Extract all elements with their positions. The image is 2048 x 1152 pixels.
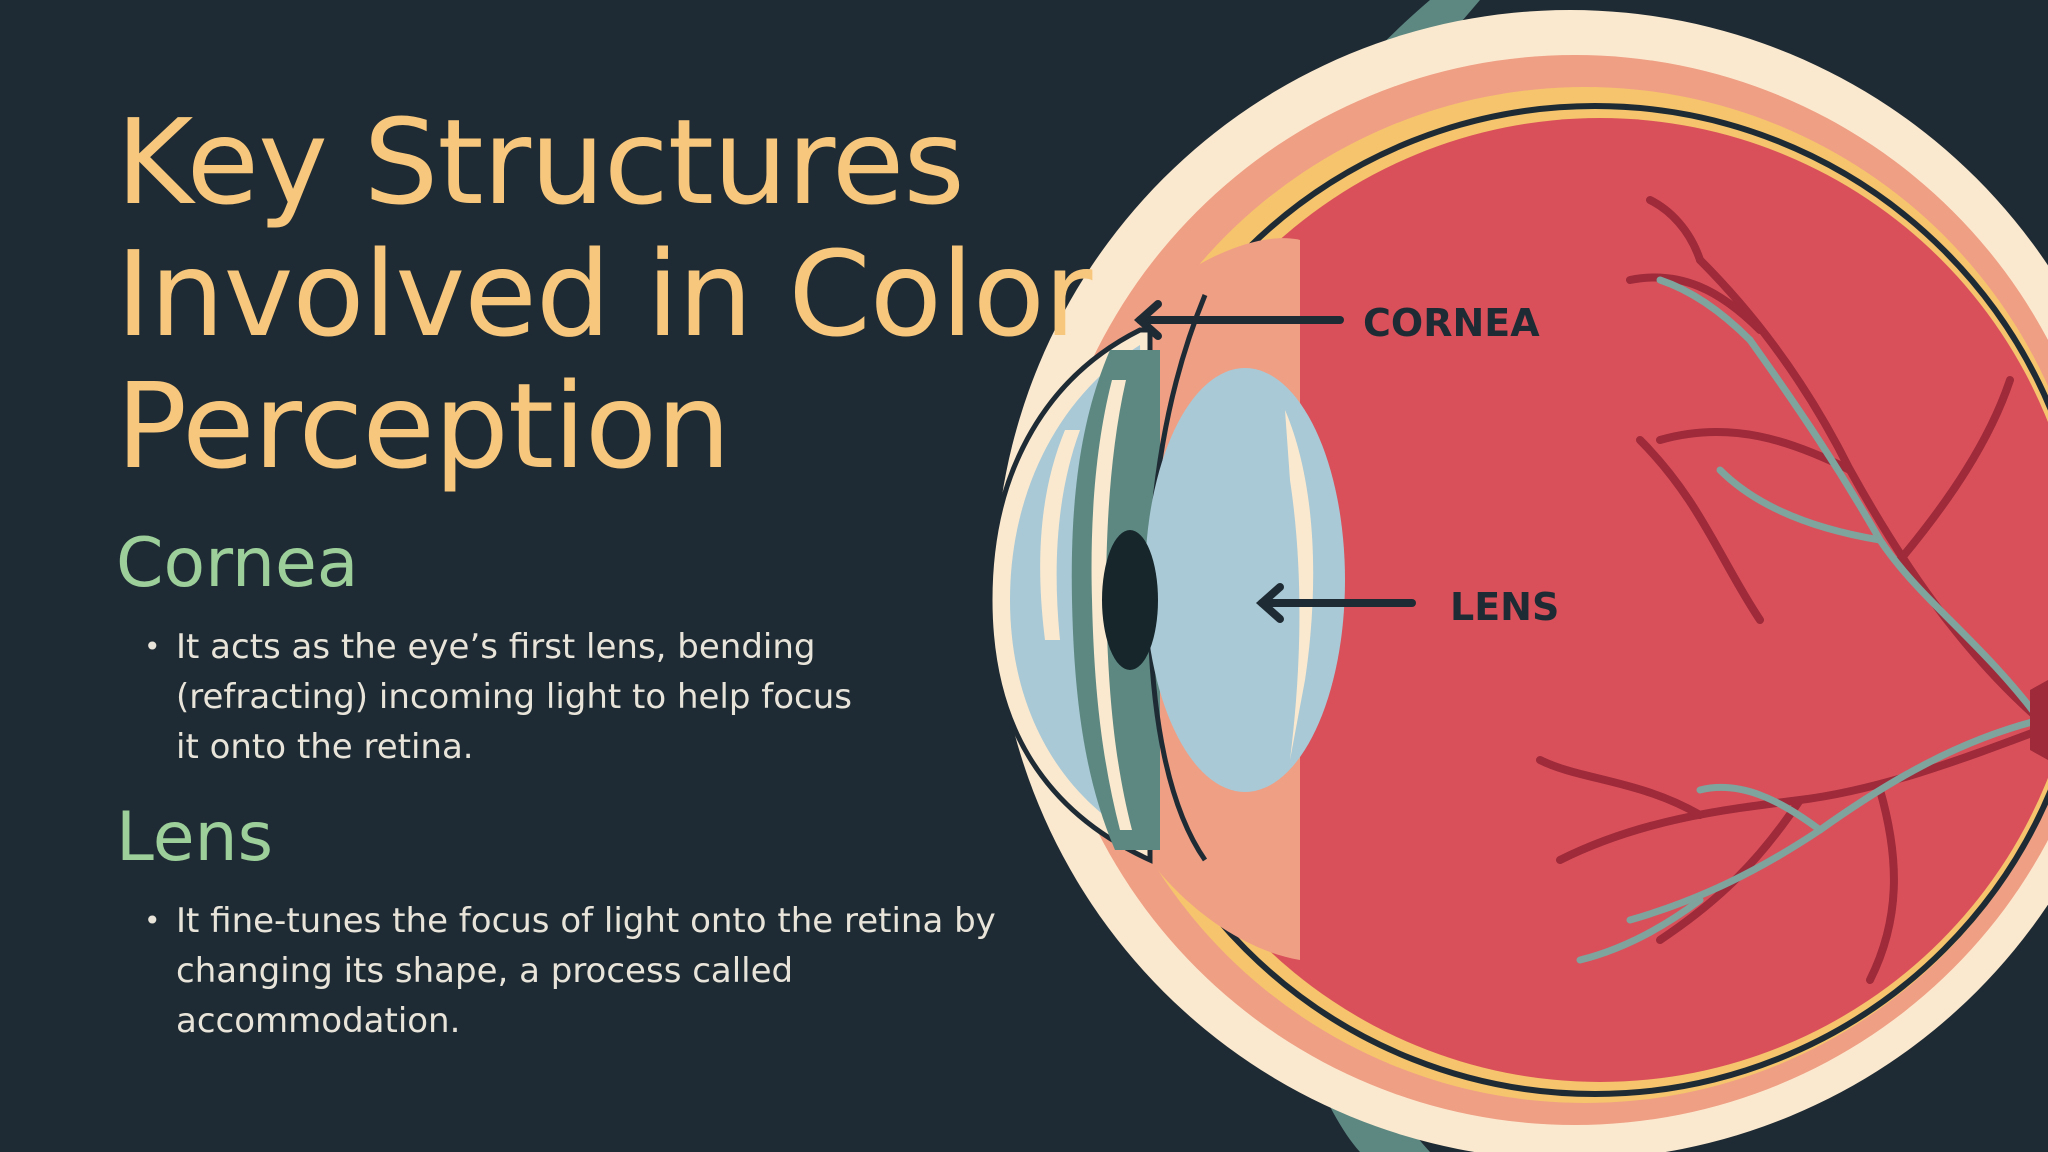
nerves <box>1576 276 2044 964</box>
slide-title: Key Structures Involved in Color Percept… <box>116 93 1092 495</box>
optic-nerve <box>2030 680 2048 760</box>
cornea-label: CORNEA <box>1363 301 1540 345</box>
lens-highlight <box>1285 410 1314 760</box>
lens-arrow <box>1255 583 1416 623</box>
bullet-item: It fine-tunes the focus of light onto th… <box>140 896 1000 1046</box>
cornea-arrow <box>1133 300 1344 340</box>
iris-light <box>1091 380 1132 830</box>
section-heading-cornea: Cornea <box>116 524 359 603</box>
blood-vessels <box>1536 196 2044 984</box>
cornea-highlight <box>1040 430 1080 640</box>
lens-bullets: It fine-tunes the focus of light onto th… <box>140 896 1000 1046</box>
pupil <box>1102 530 1158 670</box>
bullet-item: It acts as the eye’s first lens, bending… <box>140 622 860 772</box>
cornea-bullets: It acts as the eye’s first lens, bending… <box>140 622 860 772</box>
eye-interior <box>1118 118 2048 1082</box>
section-heading-lens: Lens <box>116 798 274 877</box>
lens-label: LENS <box>1450 585 1559 629</box>
